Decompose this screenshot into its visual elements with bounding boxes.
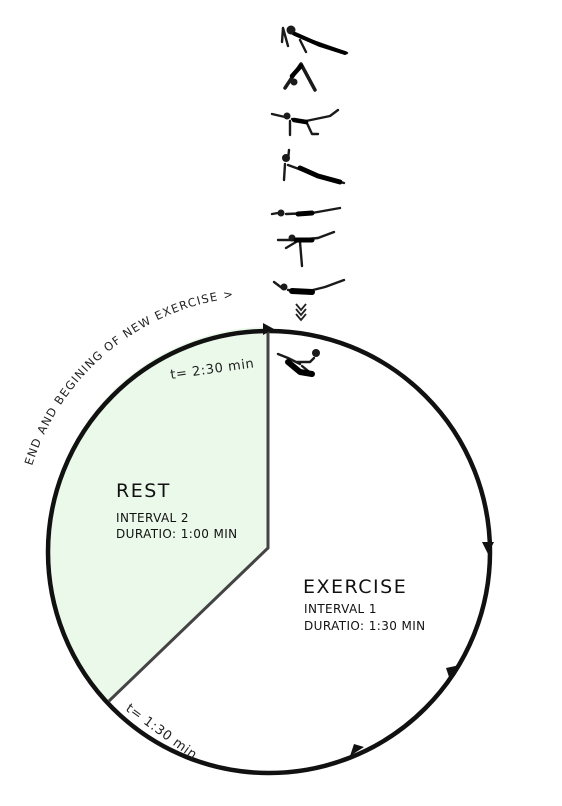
sector-divider-line xyxy=(107,329,270,703)
exercise-interval: INTERVAL 1 xyxy=(304,602,377,616)
downward-dog-icon xyxy=(283,62,317,92)
lying-leg-raise-icon xyxy=(270,206,342,217)
side-plank-icon xyxy=(282,148,346,185)
time-mark-start-rest: t= 1:30 min xyxy=(123,701,200,763)
cycle-start-arrow-icon xyxy=(263,323,274,335)
bird-dog-icon xyxy=(270,108,340,137)
clockwise-arrow-icon xyxy=(446,665,460,680)
standing-balance-icon xyxy=(276,230,336,268)
superman-pose-icon xyxy=(272,278,346,295)
rest-sector xyxy=(47,327,268,701)
plank-pose-icon xyxy=(280,25,349,55)
exercise-duration: DURATIO: 1:30 MIN xyxy=(304,619,426,633)
down-chevron-arrow-icon xyxy=(295,303,307,322)
clockwise-arrow-icon xyxy=(350,744,364,756)
boat-pose-icon xyxy=(276,349,320,377)
exercise-sequence xyxy=(270,25,349,295)
rest-interval: INTERVAL 2 xyxy=(116,511,189,525)
clockwise-arrow-icon xyxy=(482,542,494,554)
rest-title: REST xyxy=(116,480,171,502)
exercise-title: EXERCISE xyxy=(303,576,407,598)
rest-duration: DURATIO: 1:00 MIN xyxy=(116,527,238,541)
